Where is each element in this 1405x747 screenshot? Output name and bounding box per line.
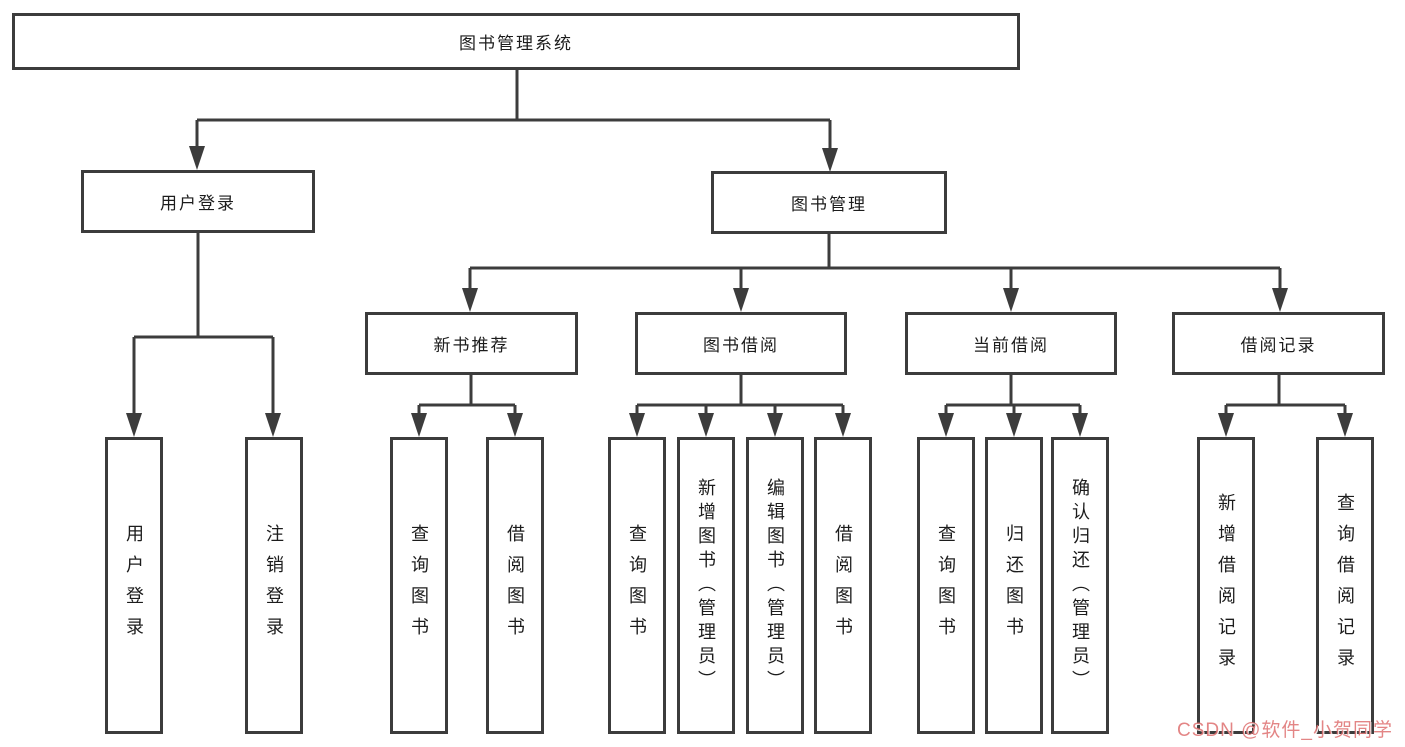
node-root: 图书管理系统 xyxy=(12,13,1020,70)
node-user-login-label: 用户登录 xyxy=(160,194,236,213)
leaf-add-borrow-record-label: 新增借阅记录 xyxy=(1216,492,1236,679)
leaf-query-books-borrow: 查询图书 xyxy=(608,437,666,734)
node-new-book-recommend: 新书推荐 xyxy=(365,312,578,375)
leaf-query-books-current-label: 查询图书 xyxy=(936,523,956,648)
node-current-borrow-label: 当前借阅 xyxy=(973,336,1049,355)
leaf-return-books: 归还图书 xyxy=(985,437,1043,734)
leaf-add-books-admin: 新增图书（管理员） xyxy=(677,437,735,734)
leaf-edit-books-admin-label: 编辑图书（管理员） xyxy=(765,477,785,694)
leaf-borrow-books-label: 借阅图书 xyxy=(833,523,853,648)
node-book-borrow-label: 图书借阅 xyxy=(703,336,779,355)
connector-book-management-to-children xyxy=(462,234,1288,312)
connector-new-book-to-children xyxy=(411,375,523,437)
leaf-query-books-recommend: 查询图书 xyxy=(390,437,448,734)
node-borrow-records: 借阅记录 xyxy=(1172,312,1385,375)
connector-root-to-children xyxy=(189,70,838,172)
node-root-label: 图书管理系统 xyxy=(459,34,573,53)
connector-borrow-records-to-children xyxy=(1218,375,1353,437)
leaf-add-borrow-record: 新增借阅记录 xyxy=(1197,437,1255,734)
leaf-add-books-admin-label: 新增图书（管理员） xyxy=(696,477,716,694)
connector-book-borrow-to-children xyxy=(629,375,851,437)
leaf-borrow-books: 借阅图书 xyxy=(814,437,872,734)
node-current-borrow: 当前借阅 xyxy=(905,312,1117,375)
connector-user-login-to-children xyxy=(126,233,281,437)
node-book-management: 图书管理 xyxy=(711,171,947,234)
node-book-management-label: 图书管理 xyxy=(791,195,867,214)
node-borrow-records-label: 借阅记录 xyxy=(1240,336,1317,355)
leaf-return-books-label: 归还图书 xyxy=(1004,523,1024,648)
connector-current-borrow-to-children xyxy=(938,375,1088,437)
leaf-confirm-return-admin: 确认归还（管理员） xyxy=(1051,437,1109,734)
node-new-book-recommend-label: 新书推荐 xyxy=(433,336,510,355)
node-book-borrow: 图书借阅 xyxy=(635,312,847,375)
leaf-confirm-return-admin-label: 确认归还（管理员） xyxy=(1070,477,1090,694)
leaf-query-books-recommend-label: 查询图书 xyxy=(409,523,429,648)
leaf-user-login-label: 用户登录 xyxy=(124,523,144,648)
leaf-logout: 注销登录 xyxy=(245,437,303,734)
leaf-query-books-borrow-label: 查询图书 xyxy=(627,523,647,648)
leaf-edit-books-admin: 编辑图书（管理员） xyxy=(746,437,804,734)
leaf-query-books-current: 查询图书 xyxy=(917,437,975,734)
leaf-logout-label: 注销登录 xyxy=(264,523,284,648)
leaf-borrow-books-recommend-label: 借阅图书 xyxy=(505,523,525,648)
leaf-borrow-books-recommend: 借阅图书 xyxy=(486,437,544,734)
leaf-query-borrow-record-label: 查询借阅记录 xyxy=(1335,492,1355,679)
leaf-query-borrow-record: 查询借阅记录 xyxy=(1316,437,1374,734)
node-user-login: 用户登录 xyxy=(81,170,315,233)
leaf-user-login: 用户登录 xyxy=(105,437,163,734)
